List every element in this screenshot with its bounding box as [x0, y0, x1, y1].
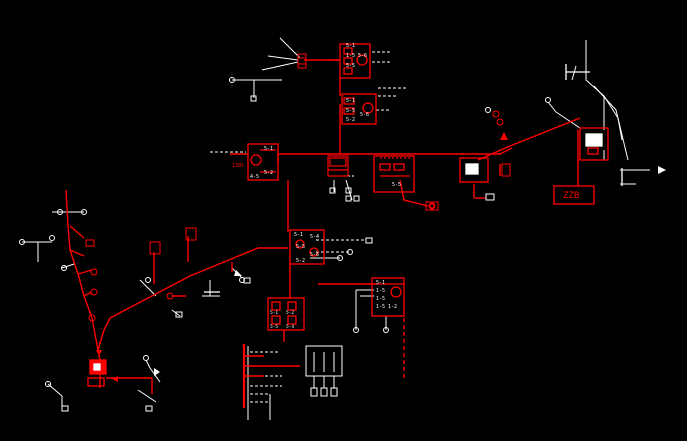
panel-center-labels: 5-1 5-4 5-5 5-6 5-2 [294, 232, 319, 264]
panel-bottom-label: 5-1 [270, 310, 278, 316]
white-wiring [22, 37, 650, 420]
indicator-meter [425, 201, 439, 211]
panel-bottom-labels: 5-1 5-2 5-5 5-4 [270, 310, 294, 330]
panel-lower-right-label: 1-5 [376, 296, 385, 302]
panel-center-label: 5-5 [296, 244, 305, 250]
indicator-small [501, 163, 511, 177]
panel-top-a-labels: 5-1 1-5 5-5 5-6 [346, 43, 367, 69]
panel-right-breaker [459, 157, 489, 183]
breaker-box-icon [297, 53, 307, 69]
panel-bottom [267, 297, 305, 331]
left-tags [85, 110, 504, 322]
panel-lower-right-label: 1-2 [388, 304, 397, 310]
panel-left-label: 5-1 [264, 146, 273, 152]
terminal-node-icon [329, 187, 360, 202]
panel-lower-right-label: 5-1 [376, 280, 385, 286]
arrow-icon [154, 166, 666, 376]
panel-lower-right-label: 1-5 [376, 304, 385, 310]
panel-top-a-label: 1-5 [346, 53, 355, 59]
panel-lower-right-labels: 5-1 1-5 1-5 1-5 1-2 [376, 280, 397, 310]
zzb-box-label: ZZB [563, 191, 579, 201]
panel-top-b [341, 93, 377, 125]
panel-left-label: 4-5 [250, 174, 259, 180]
panel-left [247, 143, 279, 181]
panel-left-labels: 5-1 5-2 4-5 [250, 146, 273, 180]
panel-mid-right [373, 155, 415, 193]
zzb-box [553, 185, 595, 205]
transformer-icon [579, 127, 609, 161]
panel-top-b-label: 5-1 [346, 98, 355, 104]
panel-lower-right-label: 1-5 [376, 288, 385, 294]
arrow-icon [96, 132, 508, 382]
panel-top-a-label: 5-1 [346, 43, 355, 49]
panel-center [289, 229, 325, 265]
panel-center-label: 5-4 [310, 234, 319, 240]
panel-center-label: 5-6 [310, 252, 319, 258]
panel-center-label: 5-2 [296, 258, 305, 264]
panel-top-b-label: 5-5 [346, 108, 355, 114]
panel-small-center [327, 155, 349, 177]
switch-block [305, 345, 343, 397]
panel-top-a-label: 5-5 [346, 63, 355, 69]
terminal-node-icon [485, 193, 495, 201]
panel-center-label: 5-1 [294, 232, 303, 238]
panel-bottom-label: 5-4 [286, 324, 294, 330]
panel-mid-right-label: 5-5 [392, 182, 401, 188]
panel-top-a-label: 5-6 [358, 53, 367, 59]
panel-left-tag: 1305 [232, 163, 244, 169]
panel-top-b-label: 5-6 [360, 112, 369, 118]
panel-bottom-label: 5-5 [270, 324, 278, 330]
ground-symbol-icon [204, 64, 623, 293]
terminal-node-icon [19, 77, 551, 387]
panel-top-a [328, 43, 371, 79]
panel-left-label: 5-2 [264, 170, 273, 176]
panel-bottom-label: 5-2 [286, 310, 294, 316]
panel-top-b-label: 5-2 [346, 117, 355, 123]
panel-bottom-left [87, 359, 107, 387]
panel-top-b-labels: 5-1 5-5 5-2 5-6 [346, 98, 369, 123]
panel-lower-right [371, 277, 405, 317]
terminal-node-icon [61, 95, 373, 412]
